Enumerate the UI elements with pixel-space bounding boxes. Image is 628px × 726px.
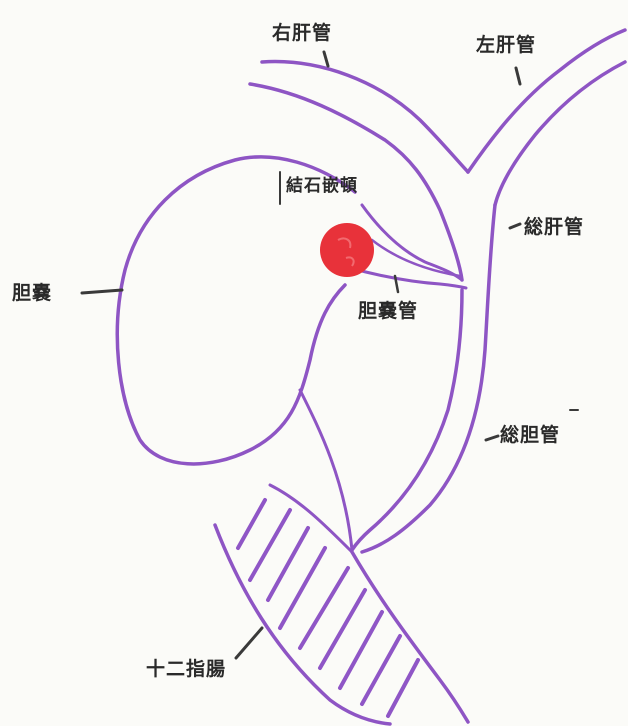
duodenum-top-edge [268, 483, 354, 554]
right-hepatic-duct-lower [248, 82, 464, 282]
label-impacted-stone: 結石嵌頓 [286, 176, 358, 196]
label-cystic-duct: 胆嚢管 [358, 300, 419, 322]
label-duodenum: 十二指腸 [146, 658, 227, 680]
cystic-duct-lower-wall [348, 266, 468, 290]
leader-lines [80, 50, 579, 660]
common-duct-left-wall [350, 288, 464, 552]
gallbladder-neck [298, 388, 354, 552]
left-hepatic-duct-upper [466, 28, 627, 174]
cystic-duct-inner-line [370, 238, 462, 278]
impacted-stone [320, 223, 374, 277]
gallbladder-outline [115, 155, 357, 466]
duodenum-hatching [236, 498, 420, 718]
label-common-hepatic-duct: 総肝管 [524, 216, 585, 238]
label-gallbladder: 胆嚢 [12, 282, 53, 304]
right-hepatic-duct-upper [260, 59, 470, 174]
label-right-hepatic-duct: 右肝管 [272, 22, 333, 44]
label-common-bile-duct: 総胆管 [500, 424, 561, 446]
duodenum-inner-wall [350, 550, 470, 724]
left-hepatic-duct-lower [493, 60, 627, 207]
common-duct-right-wall [360, 203, 497, 554]
label-left-hepatic-duct: 左肝管 [476, 34, 537, 56]
duodenum-outer-wall [213, 523, 392, 726]
